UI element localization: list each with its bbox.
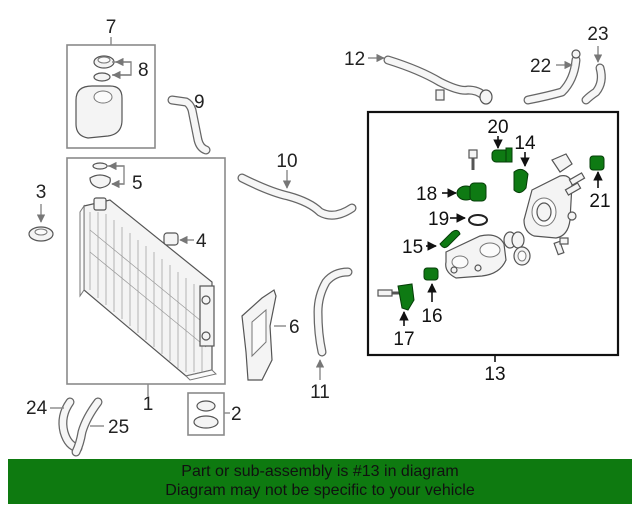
callout-21: 21 — [589, 191, 610, 212]
callout-20: 20 — [487, 117, 508, 138]
callout-13: 13 — [484, 364, 505, 385]
callout-18: 18 — [416, 184, 437, 205]
thermostat-housing — [523, 153, 586, 256]
callout-10: 10 — [276, 151, 297, 172]
thermostat-housing-box — [366, 110, 620, 357]
radiator-cap-group — [187, 392, 230, 436]
bypass-hose-22 — [523, 49, 581, 105]
callout-19: 19 — [428, 209, 449, 230]
water-outlet-housing — [445, 234, 507, 279]
callout-1: 1 — [143, 394, 154, 415]
air-guide — [241, 289, 286, 381]
hose-clip — [589, 155, 605, 171]
callout-25: 25 — [108, 417, 129, 438]
banner-line-1: Part or sub-assembly is #13 in diagram — [181, 463, 459, 480]
radiator-fins — [89, 212, 207, 372]
callout-3: 3 — [36, 182, 47, 203]
callout-22: 22 — [530, 56, 551, 77]
callout-8: 8 — [138, 60, 149, 81]
callout-12: 12 — [344, 49, 365, 70]
leader-8 — [112, 61, 132, 76]
callout-24: 24 — [26, 398, 48, 419]
callout-11: 11 — [310, 382, 330, 403]
thermostat-gasket — [513, 168, 529, 194]
thermostat-housing-group — [366, 110, 620, 362]
radiator-cap-box — [187, 392, 225, 436]
coolant-sensor-16 — [423, 267, 439, 281]
radiator-core — [83, 199, 213, 377]
callout-7: 7 — [106, 17, 117, 38]
coolant-sensor-17 — [397, 283, 415, 311]
reservoir-cap — [93, 55, 115, 69]
banner-line-2: Diagram may not be specific to your vehi… — [165, 482, 475, 499]
callout-17: 17 — [393, 329, 414, 350]
drain-plug — [28, 204, 54, 242]
callout-labels: 7 8 9 5 3 4 6 1 2 10 11 12 13 14 15 16 1… — [26, 17, 611, 438]
callout-9: 9 — [194, 92, 205, 113]
reservoir-hose — [167, 95, 211, 155]
callout-5: 5 — [132, 173, 143, 194]
coolant-couplers — [503, 231, 531, 266]
callout-6: 6 — [289, 317, 300, 338]
radiator-cap-seal — [89, 174, 111, 189]
callout-14: 14 — [514, 133, 536, 154]
callout-15: 15 — [402, 237, 423, 258]
lower-radiator-hose — [313, 267, 353, 380]
radiator-mount-bushing — [163, 232, 194, 246]
reservoir-seal — [93, 72, 111, 82]
callout-23: 23 — [587, 24, 608, 45]
hoses-24-25 — [50, 397, 104, 457]
callout-16: 16 — [421, 306, 442, 327]
radiator-group — [66, 157, 226, 396]
info-banner: Part or sub-assembly is #13 in diagram D… — [8, 459, 632, 504]
bypass-hose-23 — [581, 46, 606, 105]
callout-2: 2 — [231, 404, 242, 425]
cooling-system-diagram: 7 8 9 5 3 4 6 1 2 10 11 12 13 14 15 16 1… — [26, 17, 620, 457]
radiator-oring — [92, 162, 108, 170]
upper-radiator-hose — [237, 170, 357, 220]
coolant-pipe — [368, 53, 493, 105]
radiator-filler-neck — [93, 197, 107, 211]
radiator-box — [66, 157, 226, 385]
reservoir-group — [66, 37, 156, 149]
housing-bolt — [377, 289, 393, 297]
callout-4: 4 — [196, 231, 207, 252]
housing-gasket — [439, 229, 461, 249]
sensor-oring — [468, 214, 488, 226]
